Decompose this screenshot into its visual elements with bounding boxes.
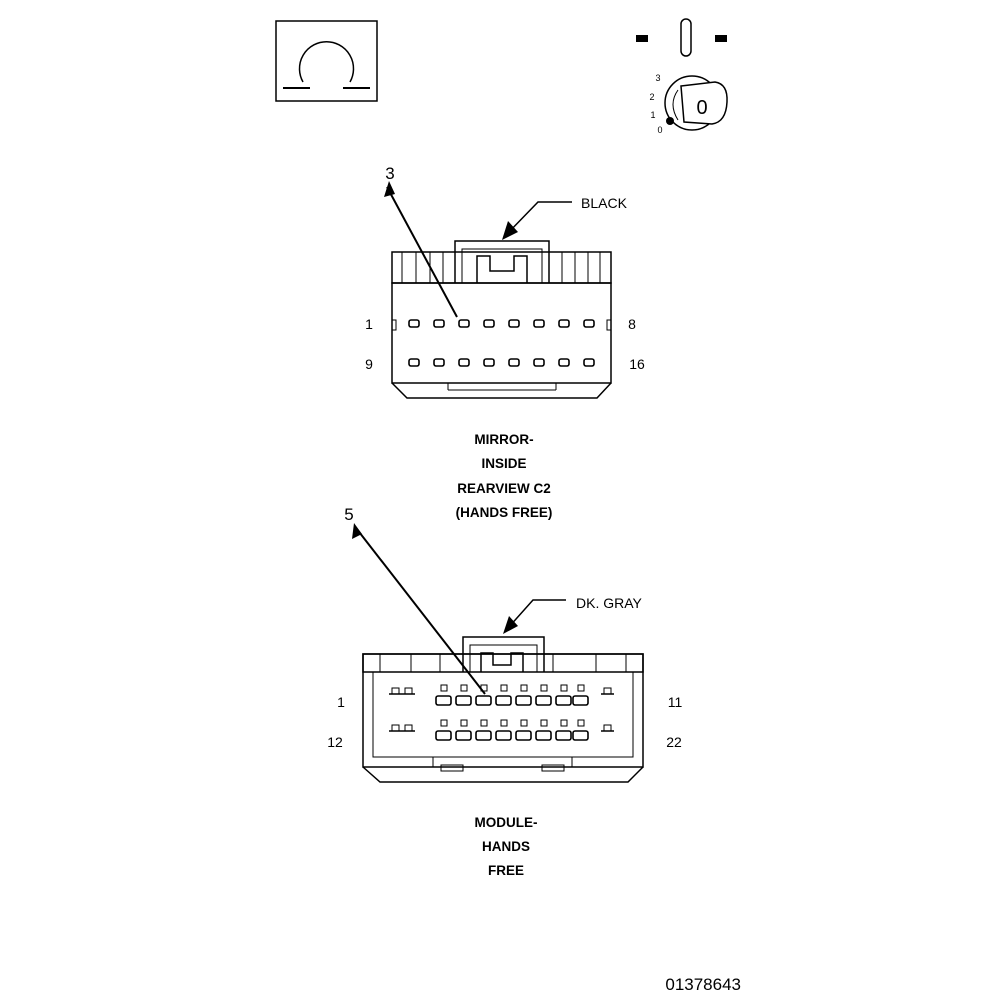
callout-number-5: 5 <box>344 505 353 524</box>
ignition-position-2: 2 <box>649 92 654 102</box>
module-pin-label-22: 22 <box>666 734 682 750</box>
ignition-position-0: 0 <box>657 125 662 135</box>
module-pin-label-1: 1 <box>337 694 345 710</box>
c2-title-line-1: MIRROR- <box>474 432 533 447</box>
module-pin-row-1 <box>389 684 614 706</box>
c2-pin-label-1: 1 <box>365 316 373 332</box>
c2-pin-label-16: 16 <box>629 356 645 372</box>
callout-leader-5 <box>355 527 486 695</box>
connector-module-hands-free: 5 DK. GRAY <box>327 505 682 878</box>
color-label-black: BLACK <box>581 195 628 211</box>
color-leader-black <box>506 201 572 235</box>
c2-title-line-4: (HANDS FREE) <box>456 505 553 520</box>
callout-number-3: 3 <box>385 164 394 183</box>
module-title-line-2: HANDS <box>482 839 530 854</box>
c2-title-line-2: INSIDE <box>481 456 526 471</box>
c2-title-line-3: REARVIEW C2 <box>457 481 551 496</box>
module-pin-label-12: 12 <box>327 734 343 750</box>
module-pin-label-11: 11 <box>668 694 683 710</box>
figure-id: 01378643 <box>665 975 741 994</box>
c2-pin-label-9: 9 <box>365 356 373 372</box>
module-pin-row-2 <box>389 719 614 741</box>
omega-symbol-icon <box>275 20 378 102</box>
color-label-dk-gray: DK. GRAY <box>576 595 643 611</box>
ignition-key-icon: 0 3 2 1 0 <box>636 18 728 135</box>
module-title-line-1: MODULE- <box>475 815 538 830</box>
ignition-position-1: 1 <box>650 110 655 120</box>
ignition-key-label: 0 <box>696 97 707 119</box>
module-title-line-3: FREE <box>488 863 524 878</box>
color-leader-dk-gray <box>507 599 566 629</box>
connector-c2: 3 BLACK <box>365 164 645 520</box>
c2-pin-label-8: 8 <box>628 316 636 332</box>
ignition-position-3: 3 <box>655 73 660 83</box>
